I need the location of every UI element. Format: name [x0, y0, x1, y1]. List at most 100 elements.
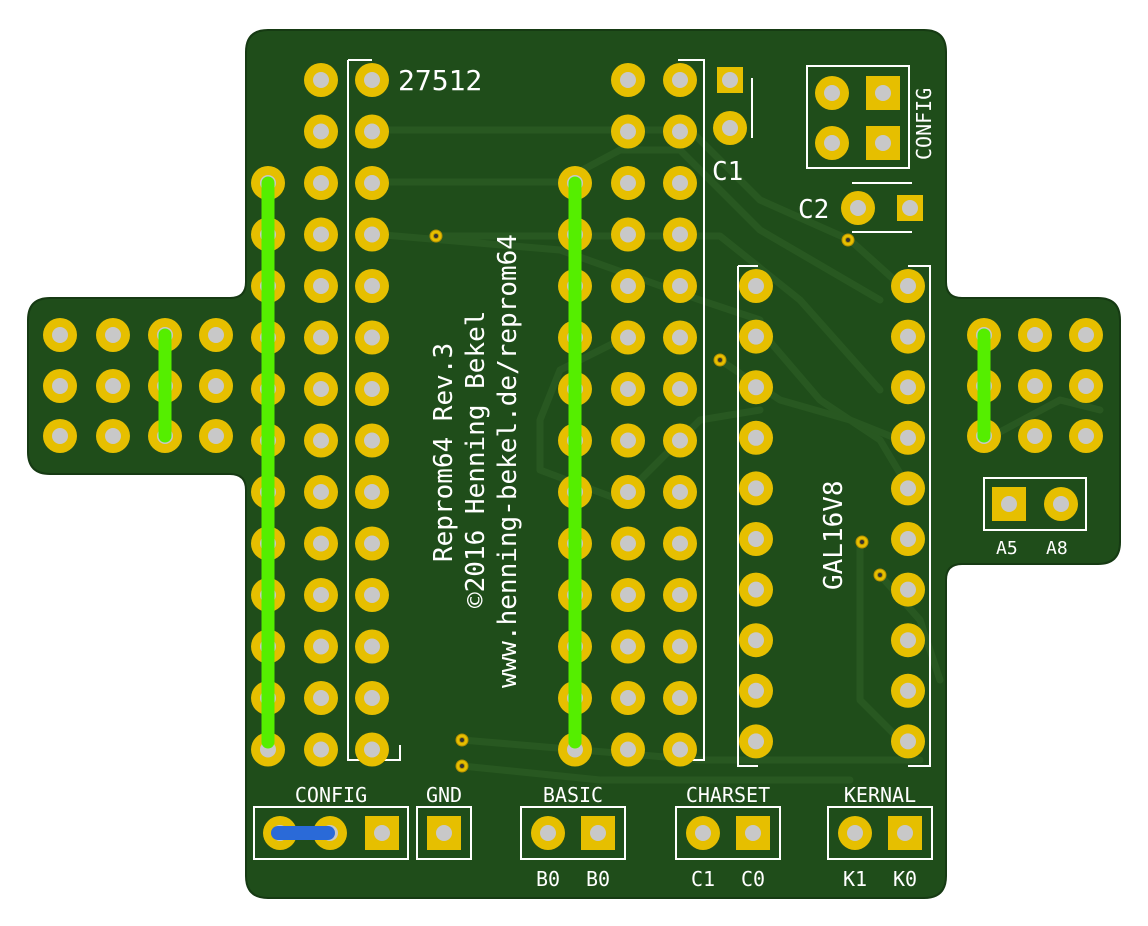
chip-pad — [355, 166, 389, 200]
gal-outline-left — [737, 265, 758, 767]
a5-a8-outline — [983, 477, 1087, 531]
chip-pad — [611, 217, 645, 252]
chip-pad — [355, 732, 389, 767]
gal-pad — [739, 522, 773, 556]
cluster-pad — [199, 419, 233, 453]
header-pad — [663, 475, 697, 509]
chip-pad — [355, 423, 389, 458]
a8-pad — [1044, 487, 1078, 521]
header-pad — [663, 578, 697, 612]
gal-pad — [739, 572, 773, 607]
cluster-pad — [43, 369, 77, 403]
jumper-charset-outline — [675, 806, 781, 860]
gal-pad — [739, 370, 773, 405]
header-pad — [663, 217, 697, 252]
header-pad — [304, 526, 338, 561]
chip-pad — [611, 320, 645, 355]
header-pad — [663, 629, 697, 664]
gal-pad — [739, 319, 773, 354]
config-right-outline — [806, 65, 910, 169]
jumper-gnd-title: GND — [426, 783, 462, 807]
charset-pin-label-2: C0 — [741, 867, 765, 891]
gal-label: GAL16V8 — [819, 480, 849, 590]
basic-pin-label-2: B0 — [586, 867, 610, 891]
header-pad — [663, 63, 697, 97]
chip-pad — [611, 63, 645, 97]
gal-pad — [739, 471, 773, 506]
jumper-basic-pad — [531, 816, 565, 850]
c2-pad-round — [841, 191, 875, 225]
chip-pad — [355, 475, 389, 509]
header-pad — [663, 526, 697, 561]
jumper-wires — [158, 176, 991, 840]
vias — [429, 229, 887, 773]
chip-pad — [355, 269, 389, 303]
chip-pad — [355, 681, 389, 715]
header-pad — [304, 114, 338, 149]
jumper-kernal-title: KERNAL — [844, 783, 916, 807]
credit-line-2: ©2016 Henning Bekel — [461, 311, 491, 608]
gal-outline-right — [908, 265, 931, 767]
chip-pad — [355, 114, 389, 149]
chip-pad — [355, 63, 389, 97]
chip-pad — [355, 217, 389, 252]
cluster-pad — [1018, 419, 1052, 453]
gal-pad — [891, 471, 925, 506]
jumper-config-outline — [253, 806, 409, 860]
header-pad — [304, 372, 338, 406]
header-pad — [663, 732, 697, 767]
jumper-gnd-outline — [416, 806, 472, 860]
header-pad — [304, 578, 338, 612]
header-pad — [304, 732, 338, 767]
jumper-charset-pad — [686, 816, 720, 850]
header-pad — [304, 423, 338, 458]
chip-pad — [611, 681, 645, 715]
cluster-pad — [1069, 369, 1103, 403]
chip-pad — [611, 475, 645, 509]
header-pad — [304, 475, 338, 509]
gal-pad — [739, 724, 773, 759]
cluster-pad — [1018, 369, 1052, 403]
cluster-pad — [96, 369, 130, 403]
silkscreen-text: 27512 C1 C2 CONFIG GAL16V8 Reprom64 Rev.… — [295, 64, 1068, 891]
cluster-pad — [43, 318, 77, 352]
kernal-pin-label-2: K0 — [893, 867, 917, 891]
header-pad — [304, 269, 338, 303]
header-pad — [304, 681, 338, 715]
chip-label: 27512 — [398, 64, 482, 97]
chip-pad — [355, 578, 389, 612]
jumper-basic-title: BASIC — [543, 783, 603, 807]
chip-pad — [355, 372, 389, 406]
cluster-pad — [43, 419, 77, 453]
cluster-pad — [199, 369, 233, 403]
gal-pad — [891, 572, 925, 607]
jumper-basic-outline — [520, 806, 626, 860]
cluster-pad — [1018, 318, 1052, 352]
header-pad — [663, 372, 697, 406]
charset-pin-label-1: C1 — [691, 867, 715, 891]
header-pad — [663, 269, 697, 303]
jumper-basic-pad-square — [581, 816, 615, 850]
config-right-pad — [815, 126, 849, 160]
gal-pad — [739, 623, 773, 658]
gal-pad — [891, 420, 925, 455]
chip-pad — [611, 372, 645, 406]
cluster-pad — [199, 318, 233, 352]
chip-pad — [611, 526, 645, 561]
jumper-kernal-pad-square — [888, 816, 922, 850]
gal-pad — [891, 370, 925, 405]
chip-pad — [355, 320, 389, 355]
gal-pad — [891, 319, 925, 354]
config-right-pad-square — [866, 76, 900, 110]
chip-pad — [355, 629, 389, 664]
cap2-label: C2 — [798, 195, 829, 225]
cluster-pad — [1069, 419, 1103, 453]
jumper-charset-pad-square — [736, 816, 770, 850]
jumper-charset-title: CHARSET — [686, 783, 770, 807]
credit-line-3: www.henning-bekel.de/reprom64 — [493, 234, 523, 688]
chip-pad — [611, 114, 645, 149]
config-right-label: CONFIG — [912, 88, 936, 160]
gal-pad — [739, 269, 773, 303]
gal-pad — [891, 673, 925, 708]
